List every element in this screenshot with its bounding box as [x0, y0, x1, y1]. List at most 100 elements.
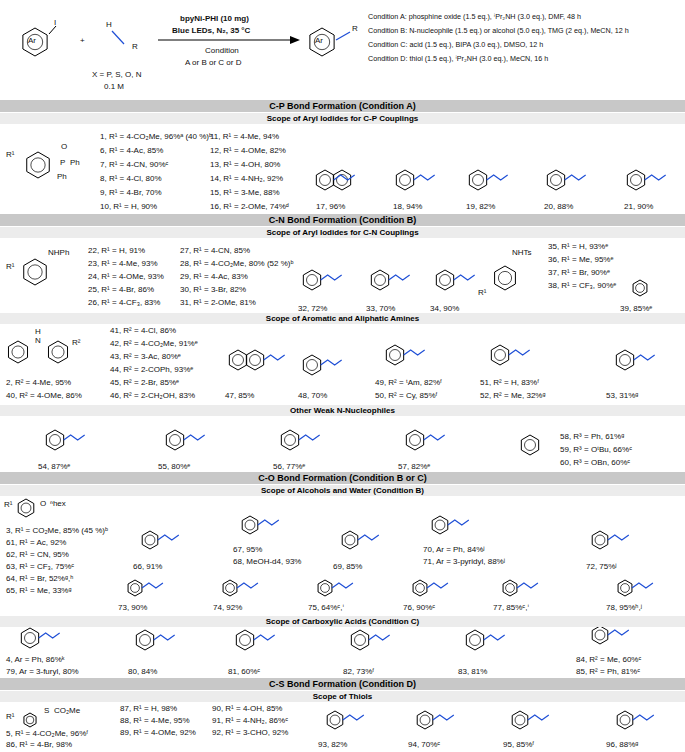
aromatic-circle — [320, 175, 331, 186]
section-band: C-S Bond Formation (Condition D) — [0, 678, 685, 690]
benzene-ring — [342, 531, 358, 549]
compound-label: 38, R¹ = CF₃, 90%ᵉ — [548, 281, 616, 291]
nucleophile-chain — [237, 583, 258, 588]
benzene-ring — [316, 170, 333, 190]
compound-label: O — [61, 142, 67, 152]
nucleophile-chain — [258, 520, 279, 525]
compound-label: 28, R¹ = 4-CO₂Me, 80% (52 %)ᵇ — [180, 259, 294, 269]
compound-label: H — [106, 20, 112, 30]
aromatic-circle — [416, 584, 425, 593]
benzene-ring — [633, 280, 647, 296]
aromatic-circle — [473, 175, 484, 186]
bond — [112, 31, 124, 44]
benzene-ring — [491, 345, 508, 365]
aromatic-circle — [551, 175, 562, 186]
compound-label: 95, 85%ᶠ — [503, 740, 534, 750]
aromatic-circle — [285, 435, 296, 446]
benzene-ring — [436, 270, 453, 290]
compound-label: 49, R² = ᵗAm, 82%ᶠ — [375, 378, 442, 388]
aromatic-circle — [226, 584, 235, 593]
aromatic-circle — [240, 635, 251, 646]
nucleophile-chain — [528, 715, 549, 720]
compound-label: 59, R³ = OᵗBu, 66%ᶜ — [560, 445, 632, 455]
compound-label: 90, R¹ = 4-OH, 85% — [212, 704, 282, 714]
nucleophile-chain — [154, 635, 175, 640]
subsection-band: Scope of Aromatic and Aliphatic Amines — [0, 313, 685, 324]
compound-label: 41, R² = 4-Cl, 86% — [110, 326, 176, 336]
aromatic-circle — [321, 584, 330, 593]
nucleophile-chain — [334, 175, 355, 180]
aromatic-circle — [390, 350, 401, 361]
compound-label: 65, R¹ = Me, 33%ᵍ — [6, 586, 72, 596]
compound-label: I — [54, 18, 56, 28]
benzene-ring — [24, 713, 36, 727]
compound-label: 43, R² = 3-Ac, 80%ᵉ — [110, 352, 181, 362]
compound-label: O — [40, 499, 46, 509]
compound-label: 13, R¹ = 4-OH, 80% — [210, 160, 280, 170]
benzene-ring — [23, 28, 47, 56]
compound-label: 31, R¹ = 2-OMe, 81% — [180, 298, 256, 308]
nucleophile-chain — [427, 583, 448, 588]
compound-label: 82, 73%ᶠ — [343, 667, 374, 677]
compound-label: Condition — [205, 46, 239, 56]
compound-label: 67, 95% — [233, 545, 262, 555]
nucleophile-chain — [414, 175, 435, 180]
compound-label: Blue LEDs, N₂, 35 °C — [172, 26, 250, 36]
benzene-ring — [469, 170, 486, 190]
section-heading: Scope of Thiols — [313, 692, 373, 702]
benzene-ring — [281, 430, 298, 450]
compound-label: 6, R¹ = 4-Ac, 85% — [100, 146, 163, 156]
compound-label: 19, 82% — [466, 202, 495, 212]
nucleophile-chain — [484, 635, 505, 640]
compound-label: 10, R¹ = H, 90% — [100, 202, 157, 212]
nucleophile-chain — [487, 175, 508, 180]
condition-text: Condition A: phosphine oxide (1.5 eq.), … — [368, 12, 581, 22]
compound-label: P — [60, 158, 65, 168]
nucleophile-chain — [343, 715, 364, 720]
compound-label: 81, 60%ᶜ — [228, 667, 260, 677]
benzene-ring — [521, 435, 538, 455]
compound-label: R² — [72, 338, 80, 348]
aromatic-circle — [12, 346, 24, 358]
aromatic-circle — [525, 440, 536, 451]
compound-label: CO₂Me — [54, 706, 80, 716]
compound-label: X = P, S, O, N — [92, 70, 141, 80]
benzene-ring — [27, 152, 50, 178]
compound-label: 42, R² = 4-CO₂Me, 91%ᵉ — [110, 339, 198, 349]
benzene-ring — [8, 341, 27, 363]
compound-label: 60, R³ = OBn, 60%ᶜ — [560, 458, 630, 468]
bond — [336, 32, 350, 40]
compound-label: 72, 75%ʲ — [586, 562, 617, 572]
benzene-ring — [406, 430, 423, 450]
nucleophile-chain — [608, 630, 629, 635]
benzene-ring — [310, 28, 334, 56]
compound-label: 11, R¹ = 4-Me, 94% — [210, 132, 279, 142]
compound-label: 66, 91% — [133, 562, 162, 572]
compound-label: 50, R² = Cy, 85%ᶠ — [375, 391, 437, 401]
compound-label: 18, 94% — [393, 202, 422, 212]
compound-label: 4, Ar = Ph, 86%ᵏ — [6, 655, 65, 665]
compound-label: 0.1 M — [104, 82, 124, 92]
compound-label: A or B or C or D — [185, 58, 241, 68]
nucleophile-chain — [321, 360, 342, 365]
aromatic-circle — [595, 630, 605, 640]
compound-label: 80, 84% — [128, 667, 157, 677]
condition-text: Condition B: N-nucleophile (1.5 eq.) or … — [368, 26, 629, 36]
benzene-ring — [512, 711, 528, 729]
compound-label: 14, R¹ = 4-NH₂, 92% — [210, 174, 283, 184]
compound-label: 15, R¹ = 3-Me, 88% — [210, 188, 280, 198]
compound-label: 79, Ar = 3-furyl, 80% — [6, 667, 79, 677]
compound-label: 35, R¹ = H, 93%ᵉ — [548, 242, 608, 252]
aromatic-circle — [31, 158, 45, 172]
aromatic-circle — [145, 535, 155, 545]
compound-label: Ph — [70, 158, 80, 168]
compound-label: 8, R¹ = 4-Cl, 80% — [100, 174, 162, 184]
bond — [49, 26, 56, 34]
compound-label: R — [132, 42, 138, 52]
aromatic-circle — [21, 503, 31, 513]
compound-label: 5, R¹ = 4-CO₂Me, 96%ᶠ — [6, 729, 88, 739]
benzene-ring — [46, 430, 63, 450]
compound-label: 53, 31%ᵍ — [606, 391, 638, 401]
compound-label: 75, 64%ᶜ,ⁱ — [308, 603, 344, 613]
